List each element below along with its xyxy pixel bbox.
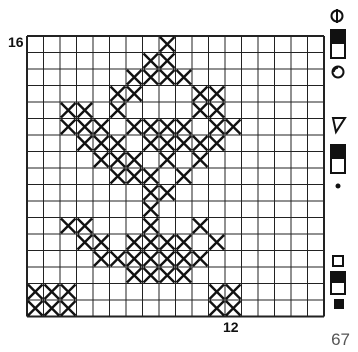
cross-stitch bbox=[127, 153, 142, 168]
triangle-flag-icon bbox=[333, 118, 345, 132]
cross-stitch bbox=[61, 120, 76, 135]
symbol-legend bbox=[331, 9, 345, 309]
cross-stitch bbox=[144, 252, 159, 267]
cross-stitch bbox=[127, 87, 142, 102]
cross-stitch bbox=[127, 169, 142, 184]
cross-stitch bbox=[78, 235, 93, 250]
cross-stitch bbox=[78, 103, 93, 118]
cross-stitch bbox=[127, 252, 142, 267]
cross-stitch bbox=[160, 136, 175, 151]
column-number-label: 12 bbox=[223, 319, 239, 335]
cross-stitch bbox=[111, 103, 126, 118]
dark-over-light-square-icon bbox=[331, 30, 345, 58]
cross-stitch bbox=[127, 235, 142, 250]
empty-square-icon bbox=[333, 256, 343, 266]
cross-stitch bbox=[193, 87, 208, 102]
cross-stitch bbox=[193, 136, 208, 151]
chart-grid bbox=[27, 36, 324, 317]
cross-stitch bbox=[61, 285, 76, 300]
cross-stitch bbox=[226, 120, 241, 135]
cross-stitch bbox=[210, 136, 225, 151]
cross-stitch bbox=[111, 136, 126, 151]
knit-symbol-icon bbox=[332, 9, 343, 23]
cross-stitch bbox=[45, 285, 60, 300]
cross-stitch bbox=[78, 219, 93, 234]
cross-stitch bbox=[111, 169, 126, 184]
cross-stitch bbox=[94, 252, 109, 267]
cross-stitch bbox=[226, 301, 241, 316]
dark-over-light-square-icon bbox=[331, 145, 345, 173]
cross-stitch bbox=[144, 219, 159, 234]
cross-stitch bbox=[144, 136, 159, 151]
cross-stitch bbox=[210, 103, 225, 118]
cross-stitch bbox=[210, 120, 225, 135]
cross-stitch bbox=[210, 87, 225, 102]
cross-stitch bbox=[177, 252, 192, 267]
cross-stitch bbox=[177, 268, 192, 283]
cross-stitch bbox=[193, 153, 208, 168]
cross-stitch bbox=[144, 169, 159, 184]
cross-stitch bbox=[193, 252, 208, 267]
cross-stitch bbox=[61, 219, 76, 234]
cross-stitch bbox=[94, 136, 109, 151]
dot-icon bbox=[336, 184, 341, 189]
cross-stitch bbox=[127, 120, 142, 135]
cross-stitch bbox=[94, 153, 109, 168]
cross-stitch bbox=[45, 301, 60, 316]
row-number-label: 16 bbox=[8, 34, 24, 50]
cross-stitch bbox=[144, 70, 159, 85]
cross-stitch bbox=[144, 235, 159, 250]
cross-stitch bbox=[61, 301, 76, 316]
cross-stitch bbox=[111, 87, 126, 102]
cross-stitch bbox=[144, 202, 159, 217]
cross-stitch bbox=[144, 120, 159, 135]
cross-stitch bbox=[160, 54, 175, 69]
cross-stitch bbox=[160, 120, 175, 135]
cross-stitch bbox=[210, 301, 225, 316]
cross-stitch bbox=[177, 169, 192, 184]
cross-stitch bbox=[177, 70, 192, 85]
page-number: 67 bbox=[331, 330, 350, 350]
cross-stitch bbox=[193, 103, 208, 118]
cross-stitch bbox=[193, 219, 208, 234]
cross-stitch bbox=[160, 235, 175, 250]
filled-square-icon bbox=[334, 299, 344, 309]
cross-stitch bbox=[28, 301, 43, 316]
cross-stitch bbox=[177, 120, 192, 135]
split-square-icon bbox=[331, 272, 345, 294]
cross-stitch bbox=[111, 153, 126, 168]
cross-stitch bbox=[111, 252, 126, 267]
cross-stitch bbox=[127, 268, 142, 283]
cross-stitch bbox=[160, 70, 175, 85]
cross-stitch bbox=[177, 235, 192, 250]
cross-stitch bbox=[78, 136, 93, 151]
cross-stitch bbox=[61, 103, 76, 118]
cross-stitch bbox=[210, 235, 225, 250]
cross-stitch bbox=[160, 252, 175, 267]
cross-stitch bbox=[94, 235, 109, 250]
cross-stitch bbox=[28, 285, 43, 300]
cross-stitch bbox=[78, 120, 93, 135]
circle-symbol-icon bbox=[333, 67, 344, 78]
cross-stitch bbox=[127, 70, 142, 85]
cross-stitch bbox=[160, 37, 175, 52]
cross-stitch bbox=[144, 268, 159, 283]
cross-stitch bbox=[160, 268, 175, 283]
cross-stitch bbox=[160, 153, 175, 168]
cross-stitch bbox=[226, 285, 241, 300]
cross-stitch bbox=[94, 120, 109, 135]
cross-stitch bbox=[177, 136, 192, 151]
cross-stitch bbox=[144, 186, 159, 201]
cross-stitch bbox=[210, 285, 225, 300]
cross-stitch bbox=[144, 54, 159, 69]
cross-stitch bbox=[160, 186, 175, 201]
